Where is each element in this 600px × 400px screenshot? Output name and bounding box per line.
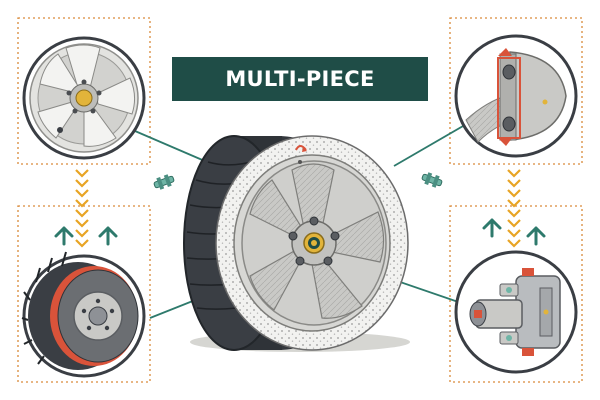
wrench-icon [421,172,443,188]
spokes [249,163,385,319]
wrench-icon [153,174,175,190]
arrow-down-icon [75,169,521,248]
page-title: MULTI-PIECE WHEELS [172,57,428,135]
main-wheel [183,135,410,352]
connector-top-left [127,127,215,166]
callout-top-left [22,36,146,160]
hub-cap-icon [75,89,93,107]
arrow-up-icon [54,218,546,246]
callout-bottom-left [21,251,146,378]
rotation-marker [295,145,307,151]
valve-stem [298,160,302,164]
callout-top-right [454,34,578,158]
callout-bottom-right [454,250,578,374]
lug-nuts [288,216,340,266]
connector-top-right [393,121,471,167]
